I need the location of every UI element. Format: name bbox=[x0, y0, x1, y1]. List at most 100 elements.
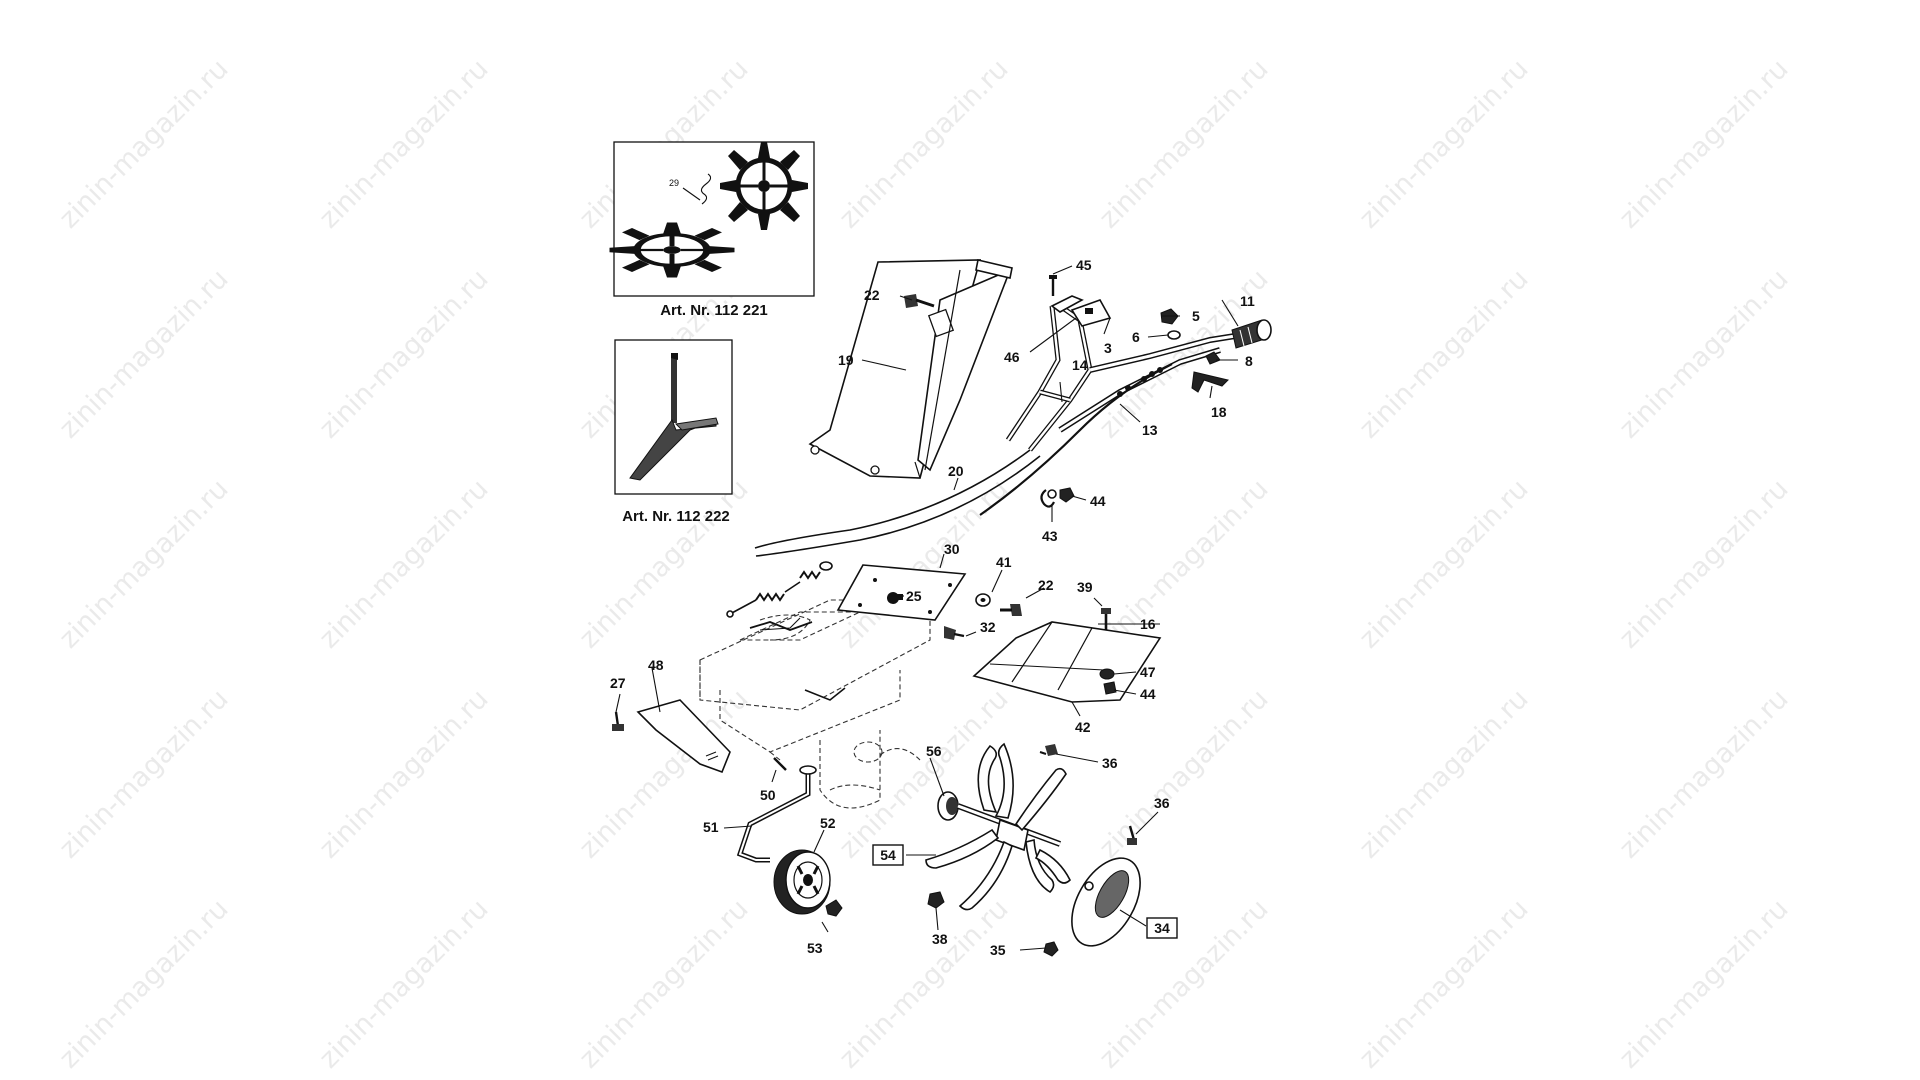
label-43: 43 bbox=[1042, 528, 1058, 544]
label-36a: 36 bbox=[1102, 755, 1118, 771]
label-3: 3 bbox=[1104, 340, 1112, 356]
washer-6 bbox=[1167, 330, 1181, 340]
label-52: 52 bbox=[820, 815, 836, 831]
watermark-text: zinin-magazin.ru bbox=[53, 683, 234, 864]
bolt-22b bbox=[1000, 604, 1022, 616]
label-19: 19 bbox=[838, 352, 854, 368]
label-29: 29 bbox=[669, 178, 679, 188]
label-11: 11 bbox=[1240, 293, 1255, 309]
nut-44 bbox=[1059, 487, 1075, 503]
label-39: 39 bbox=[1077, 579, 1093, 595]
bolt-36a bbox=[1039, 744, 1058, 756]
plate-30 bbox=[836, 564, 967, 621]
control-block-3 bbox=[1070, 299, 1112, 327]
label-47: 47 bbox=[1140, 664, 1156, 680]
nut-35 bbox=[1043, 941, 1059, 957]
pin-50 bbox=[773, 757, 787, 771]
label-25: 25 bbox=[906, 588, 922, 604]
boxed-label-34: 34 bbox=[1146, 917, 1178, 939]
label-46: 46 bbox=[1004, 349, 1020, 365]
label-8: 8 bbox=[1245, 353, 1253, 369]
cable-13 bbox=[979, 363, 1173, 516]
label-16: 16 bbox=[1140, 616, 1156, 632]
label-35: 35 bbox=[990, 942, 1006, 958]
screw-27 bbox=[612, 711, 624, 731]
watermark-text: zinin-magazin.ru bbox=[313, 893, 494, 1074]
watermark-text: zinin-magazin.ru bbox=[313, 473, 494, 654]
label-5: 5 bbox=[1192, 308, 1200, 324]
wheel-arm-51 bbox=[736, 765, 817, 863]
watermark-text: zinin-magazin.ru bbox=[833, 53, 1014, 234]
watermark-layer: zinin-magazin.ru zinin-magazin.ru zinin-ma… bbox=[53, 53, 1794, 1074]
tiller-rotor-54 bbox=[925, 742, 1071, 911]
label-32: 32 bbox=[980, 619, 996, 635]
watermark-text: zinin-magazin.ru bbox=[1353, 263, 1534, 444]
screw-32 bbox=[944, 626, 965, 640]
inset-furrower: Art. Nr. 112 222 bbox=[614, 339, 733, 525]
watermark-text: zinin-magazin.ru bbox=[1613, 893, 1794, 1074]
svg-text:54: 54 bbox=[880, 847, 896, 863]
grip-11 bbox=[1231, 319, 1272, 349]
label-51: 51 bbox=[703, 819, 719, 835]
watermark-text: zinin-magazin.ru bbox=[573, 473, 754, 654]
label-14: 14 bbox=[1072, 357, 1088, 373]
bracket-48 bbox=[636, 699, 731, 774]
watermark-text: zinin-magazin.ru bbox=[1093, 683, 1274, 864]
watermark-text: zinin-magazin.ru bbox=[53, 473, 234, 654]
watermark-text: zinin-magazin.ru bbox=[53, 53, 234, 234]
bolt-22 bbox=[904, 294, 935, 308]
watermark-text: zinin-magazin.ru bbox=[313, 263, 494, 444]
screw-45 bbox=[1049, 275, 1057, 296]
watermark-text: zinin-magazin.ru bbox=[53, 263, 234, 444]
watermark-text: zinin-magazin.ru bbox=[1613, 263, 1794, 444]
label-27: 27 bbox=[610, 675, 626, 691]
nut-53 bbox=[825, 899, 843, 917]
label-42: 42 bbox=[1075, 719, 1091, 735]
watermark-text: zinin-magazin.ru bbox=[1353, 893, 1534, 1074]
inset-wheels: 29 Art. Nr. 112 221 bbox=[609, 141, 815, 319]
label-48: 48 bbox=[648, 657, 664, 673]
pin-29 bbox=[700, 173, 712, 205]
label-30: 30 bbox=[944, 541, 960, 557]
wheel-52 bbox=[773, 849, 831, 915]
spiked-wheel-left bbox=[609, 222, 735, 278]
watermark-text: zinin-magazin.ru bbox=[1353, 473, 1534, 654]
nut-44b bbox=[1103, 681, 1117, 695]
disc-34 bbox=[1071, 857, 1141, 947]
screw-25 bbox=[895, 594, 903, 600]
cable-20 bbox=[755, 455, 1041, 557]
lever-18 bbox=[1191, 371, 1229, 393]
label-13: 13 bbox=[1142, 422, 1158, 438]
inset-caption-1: Art. Nr. 112 221 bbox=[660, 302, 768, 319]
label-36b: 36 bbox=[1154, 795, 1170, 811]
watermark-text: zinin-magazin.ru bbox=[573, 893, 754, 1074]
label-18: 18 bbox=[1211, 404, 1227, 420]
part-labels: 22 19 45 46 3 5 6 11 14 8 18 13 20 44 43… bbox=[610, 257, 1255, 958]
rear-flap-42 bbox=[972, 621, 1162, 703]
bolt-36b bbox=[1127, 825, 1137, 845]
svg-text:34: 34 bbox=[1154, 920, 1170, 936]
watermark-text: zinin-magazin.ru bbox=[1093, 473, 1274, 654]
watermark-text: zinin-magazin.ru bbox=[53, 893, 234, 1074]
watermark-text: zinin-magazin.ru bbox=[1353, 53, 1534, 234]
label-20: 20 bbox=[948, 463, 964, 479]
label-44a: 44 bbox=[1090, 493, 1106, 509]
inset-caption-2: Art. Nr. 112 222 bbox=[622, 508, 730, 525]
watermark-text: zinin-magazin.ru bbox=[1613, 473, 1794, 654]
gearbox-body bbox=[699, 599, 931, 809]
watermark-text: zinin-magazin.ru bbox=[1613, 53, 1794, 234]
label-38: 38 bbox=[932, 931, 948, 947]
label-41: 41 bbox=[996, 554, 1012, 570]
leader-29 bbox=[682, 187, 701, 201]
boxed-label-54: 54 bbox=[872, 844, 904, 866]
label-50: 50 bbox=[760, 787, 776, 803]
label-22b: 22 bbox=[1038, 577, 1054, 593]
shield-19 bbox=[808, 259, 1013, 479]
label-45: 45 bbox=[1076, 257, 1092, 273]
clamp-43 bbox=[1040, 489, 1057, 508]
watermark-text: zinin-magazin.ru bbox=[1613, 683, 1794, 864]
handlebar-assembly bbox=[754, 259, 1272, 557]
watermark-text: zinin-magazin.ru bbox=[313, 683, 494, 864]
watermark-text: zinin-magazin.ru bbox=[1353, 683, 1534, 864]
